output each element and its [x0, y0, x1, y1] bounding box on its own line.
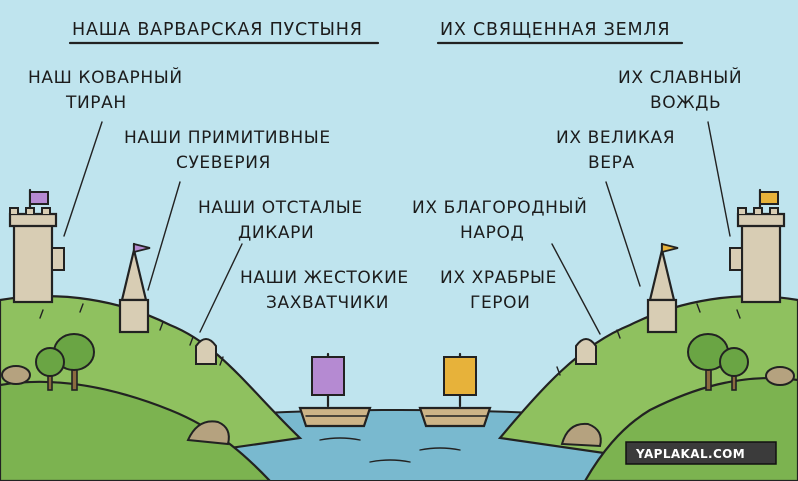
water-ripple-1	[319, 437, 361, 441]
left-flag	[29, 191, 49, 205]
pointer-faith	[605, 181, 641, 287]
left-sail	[311, 356, 345, 396]
water-ripple-2	[419, 447, 461, 451]
right-sail	[443, 356, 477, 396]
left-trees	[35, 333, 95, 391]
pointer-savages	[199, 243, 243, 333]
left-hut	[195, 338, 217, 365]
pointer-tyrant	[63, 121, 103, 237]
label-tyrant-line1: НАШ КОВАРНЫЙ	[28, 66, 183, 88]
right-pennant	[661, 242, 679, 254]
label-heroes-line2: ГЕРОИ	[470, 293, 530, 313]
right-spire	[646, 242, 678, 334]
right-flag	[759, 191, 779, 205]
label-superstitions-line2: СУЕВЕРИЯ	[176, 153, 271, 173]
left-pennant	[133, 242, 151, 254]
label-savages-line2: ДИКАРИ	[238, 223, 314, 243]
label-faith-line1: ИХ ВЕЛИКАЯ	[556, 128, 675, 148]
right-rock-1	[765, 366, 795, 386]
label-tyrant-line2: ТИРАН	[65, 93, 127, 113]
pointer-leader	[707, 121, 731, 237]
right-tower	[729, 188, 786, 304]
watermark-text: YAPLAKAL.COM	[635, 447, 745, 461]
label-invaders-line1: НАШИ ЖЕСТОКИЕ	[240, 268, 409, 288]
pointer-people	[551, 243, 601, 335]
left-rock-1	[1, 365, 31, 385]
label-superstitions-line1: НАШИ ПРИМИТИВНЫЕ	[124, 128, 331, 148]
label-leader-line2: ВОЖДЬ	[650, 93, 721, 113]
right-ship	[418, 352, 492, 428]
watermark-box	[625, 441, 777, 465]
left-ship	[298, 352, 372, 428]
water-ripple-3	[369, 459, 411, 463]
label-people-line2: НАРОД	[460, 223, 524, 243]
left-rock-2	[186, 420, 230, 446]
right-hut	[575, 338, 597, 365]
right-header: ИХ СВЯЩЕННАЯ ЗЕМЛЯ	[440, 20, 670, 40]
right-rock-2	[560, 422, 602, 448]
label-faith-line2: ВЕРА	[588, 153, 635, 173]
left-hill-front	[0, 380, 272, 481]
label-invaders-line2: ЗАХВАТЧИКИ	[266, 293, 389, 313]
label-savages-line1: НАШИ ОТСТАЛЫЕ	[198, 198, 363, 218]
pointer-superstitions	[147, 181, 181, 291]
right-trees	[687, 333, 749, 391]
left-header: НАША ВАРВАРСКАЯ ПУСТЫНЯ	[72, 20, 363, 40]
label-people-line1: ИХ БЛАГОРОДНЫЙ	[412, 196, 587, 218]
label-heroes-line1: ИХ ХРАБРЫЕ	[440, 268, 557, 288]
label-leader-line1: ИХ СЛАВНЫЙ	[618, 66, 742, 88]
